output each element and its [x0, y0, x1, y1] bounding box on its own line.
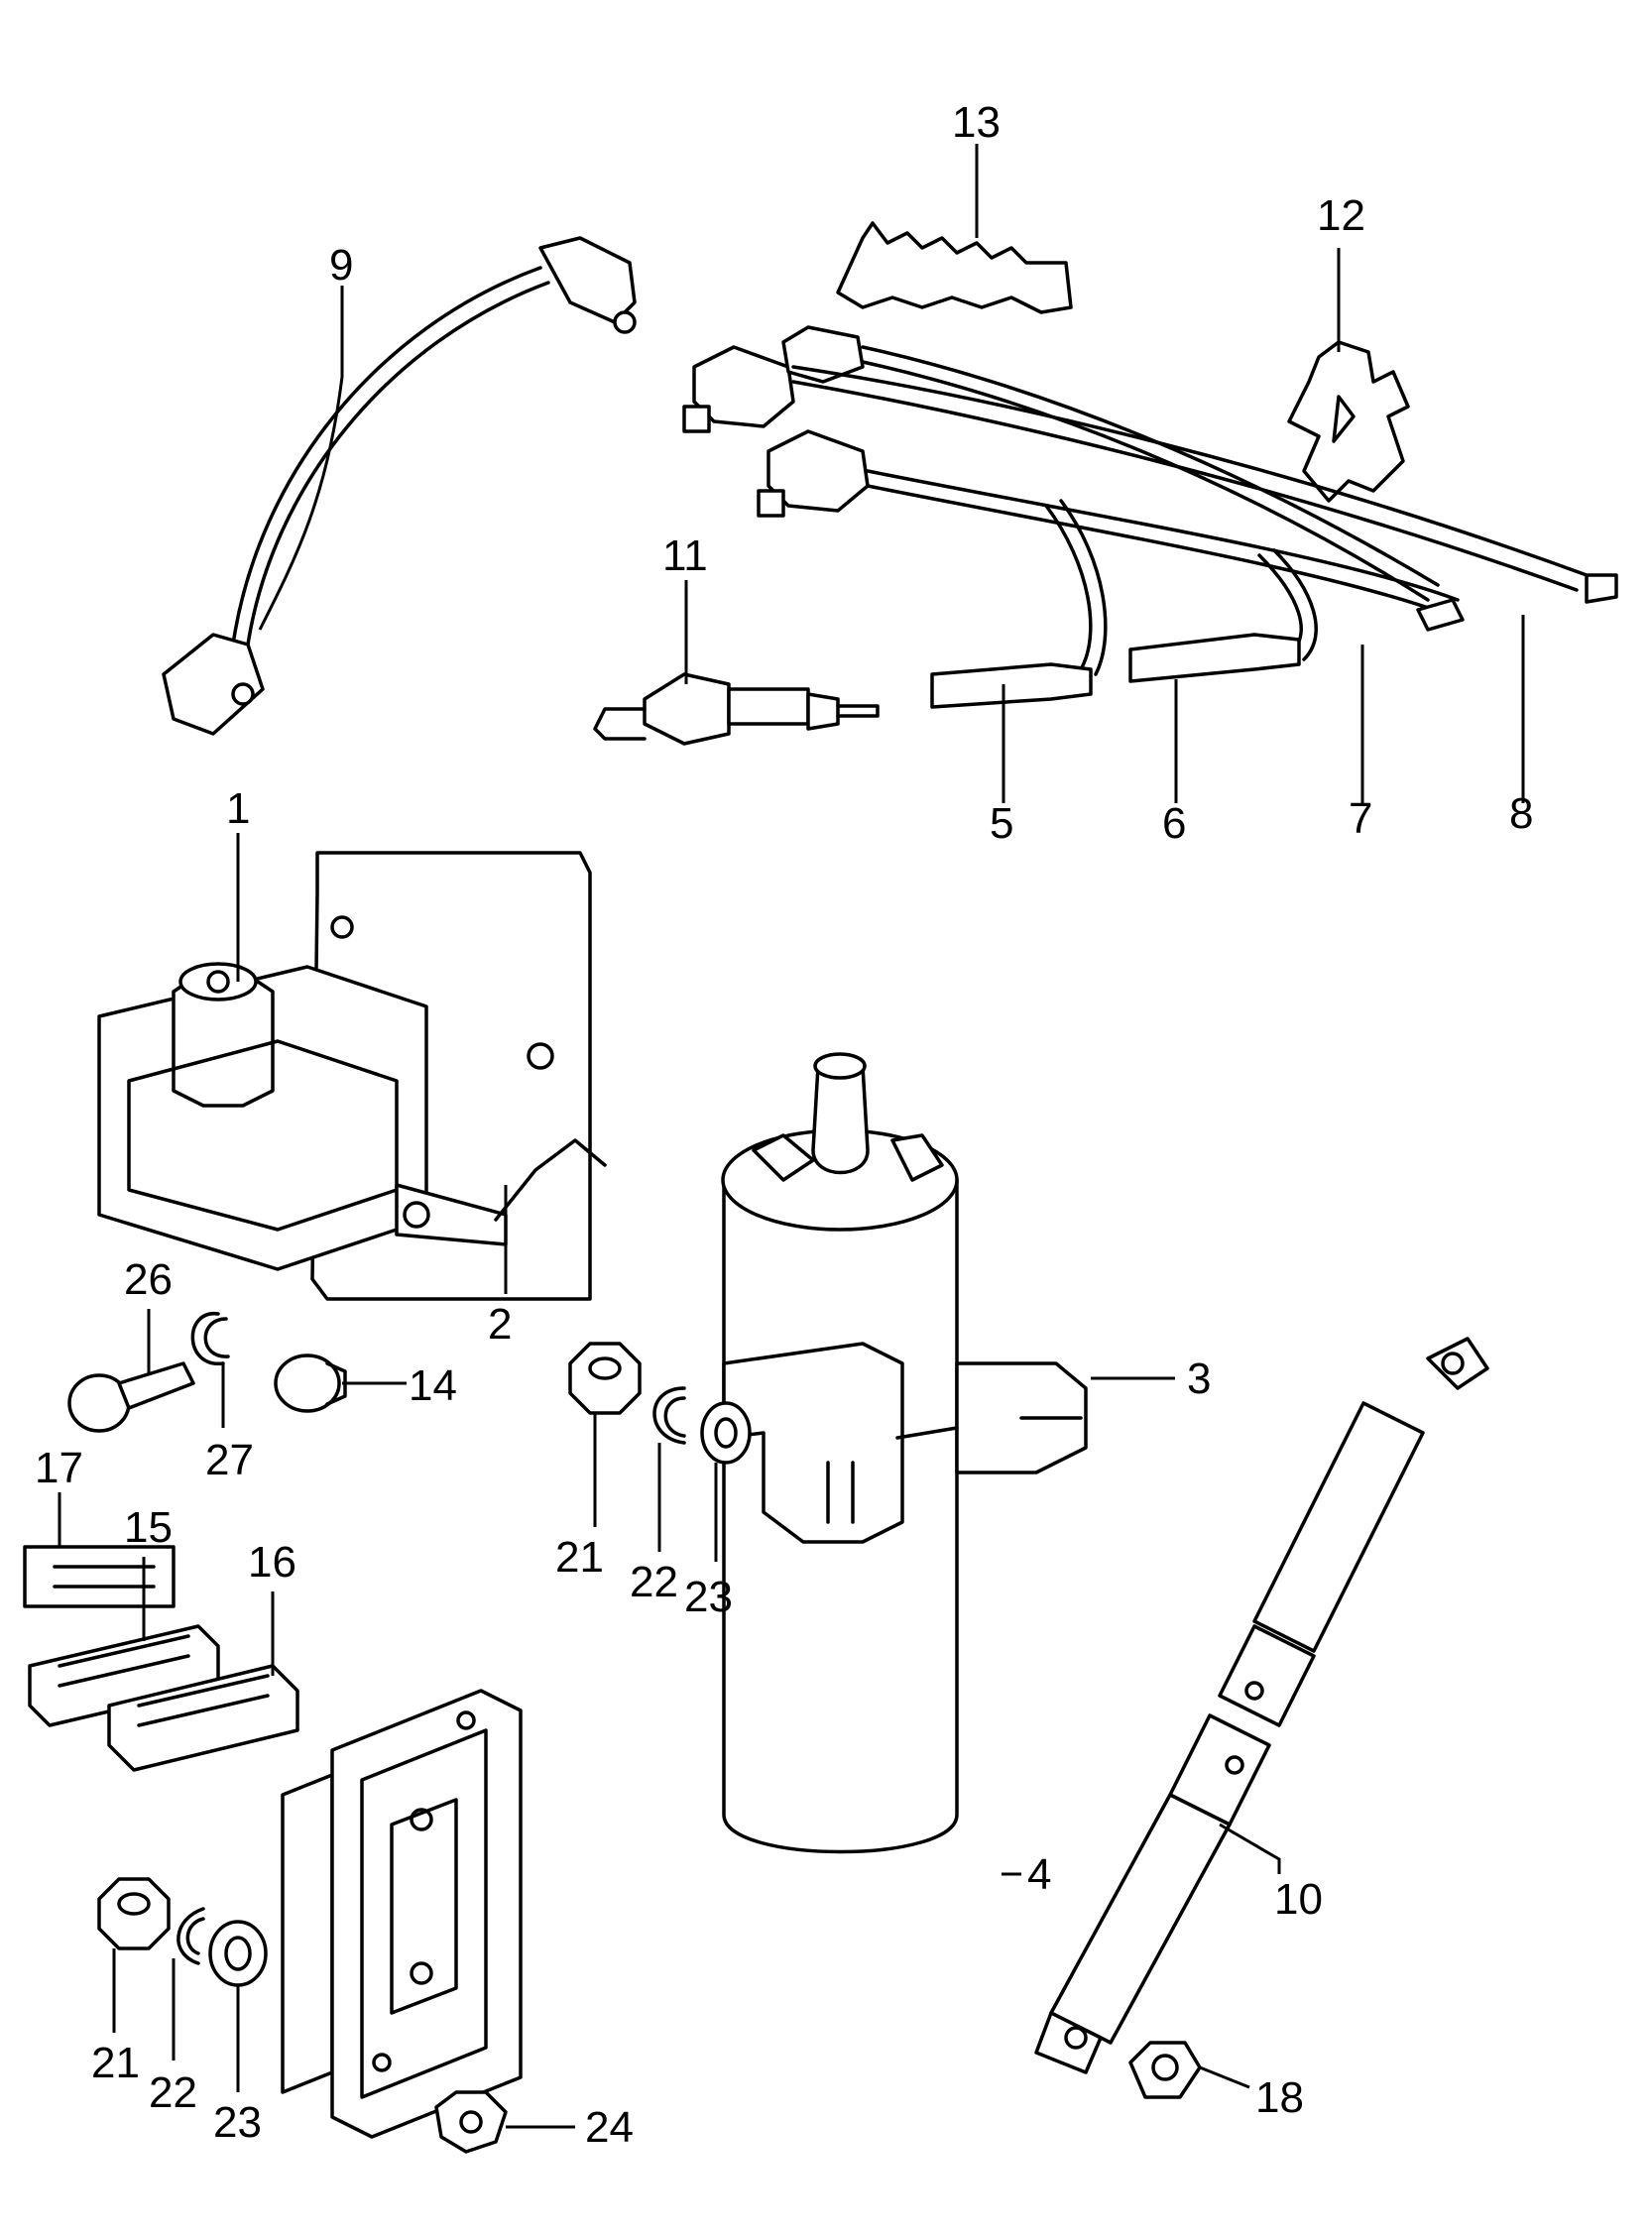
lock-washer-22-a — [652, 1386, 686, 1445]
callout-22-a: 22 — [630, 1558, 678, 1606]
callout-7: 7 — [1349, 794, 1372, 843]
plug-14 — [274, 1354, 347, 1413]
callout-27: 27 — [205, 1436, 254, 1484]
callout-16: 16 — [248, 1538, 296, 1587]
ignition-coil-1 — [97, 851, 592, 1301]
callout-9: 9 — [329, 241, 353, 290]
earth-strap-10 — [1034, 1337, 1489, 2074]
clip-17 — [23, 1545, 176, 1608]
nut-21-a — [568, 1342, 642, 1415]
ignition-lead-set — [682, 325, 1618, 709]
callout-8: 8 — [1509, 789, 1533, 838]
lock-washer-22-b — [177, 1907, 205, 1965]
callout-15: 15 — [124, 1503, 173, 1552]
callout-1: 1 — [226, 784, 250, 833]
ignition-coil-3 — [721, 1052, 1088, 1854]
callout-26: 26 — [124, 1255, 173, 1304]
callout-18: 18 — [1255, 2073, 1304, 2122]
nut-18 — [1128, 2041, 1202, 2099]
callout-13: 13 — [952, 98, 1001, 147]
callout-17: 17 — [35, 1444, 83, 1492]
lock-washer-27 — [190, 1312, 230, 1365]
lead-bracket-12 — [1287, 340, 1410, 503]
washer-23-a — [700, 1401, 752, 1465]
callout-5: 5 — [990, 799, 1013, 848]
callout-24: 24 — [585, 2103, 634, 2152]
callout-3: 3 — [1187, 1355, 1211, 1403]
callout-12: 12 — [1317, 191, 1365, 240]
nut-24 — [434, 2090, 508, 2154]
callout-4: 4 — [1027, 1850, 1051, 1899]
bolt-26 — [67, 1361, 195, 1433]
leader-lines — [58, 144, 1525, 2129]
callout-23-b: 23 — [213, 2098, 262, 2147]
callout-21-b: 21 — [91, 2039, 140, 2087]
nut-21-b — [97, 1877, 171, 1950]
callout-14: 14 — [409, 1361, 457, 1410]
lead-separator-13 — [836, 221, 1073, 314]
spark-plug-11 — [593, 672, 880, 746]
ignition-lead-9 — [162, 236, 637, 736]
washer-23-b — [208, 1920, 268, 1987]
callout-23-a: 23 — [684, 1573, 733, 1621]
callout-22-b: 22 — [149, 2068, 197, 2117]
callout-11: 11 — [662, 531, 708, 580]
callout-21-a: 21 — [555, 1533, 604, 1582]
callout-2: 2 — [488, 1300, 512, 1349]
control-unit-4 — [281, 1689, 523, 2139]
callout-6: 6 — [1162, 799, 1186, 848]
callout-10: 10 — [1274, 1875, 1323, 1924]
coil-bracket-2 — [494, 1138, 607, 1222]
